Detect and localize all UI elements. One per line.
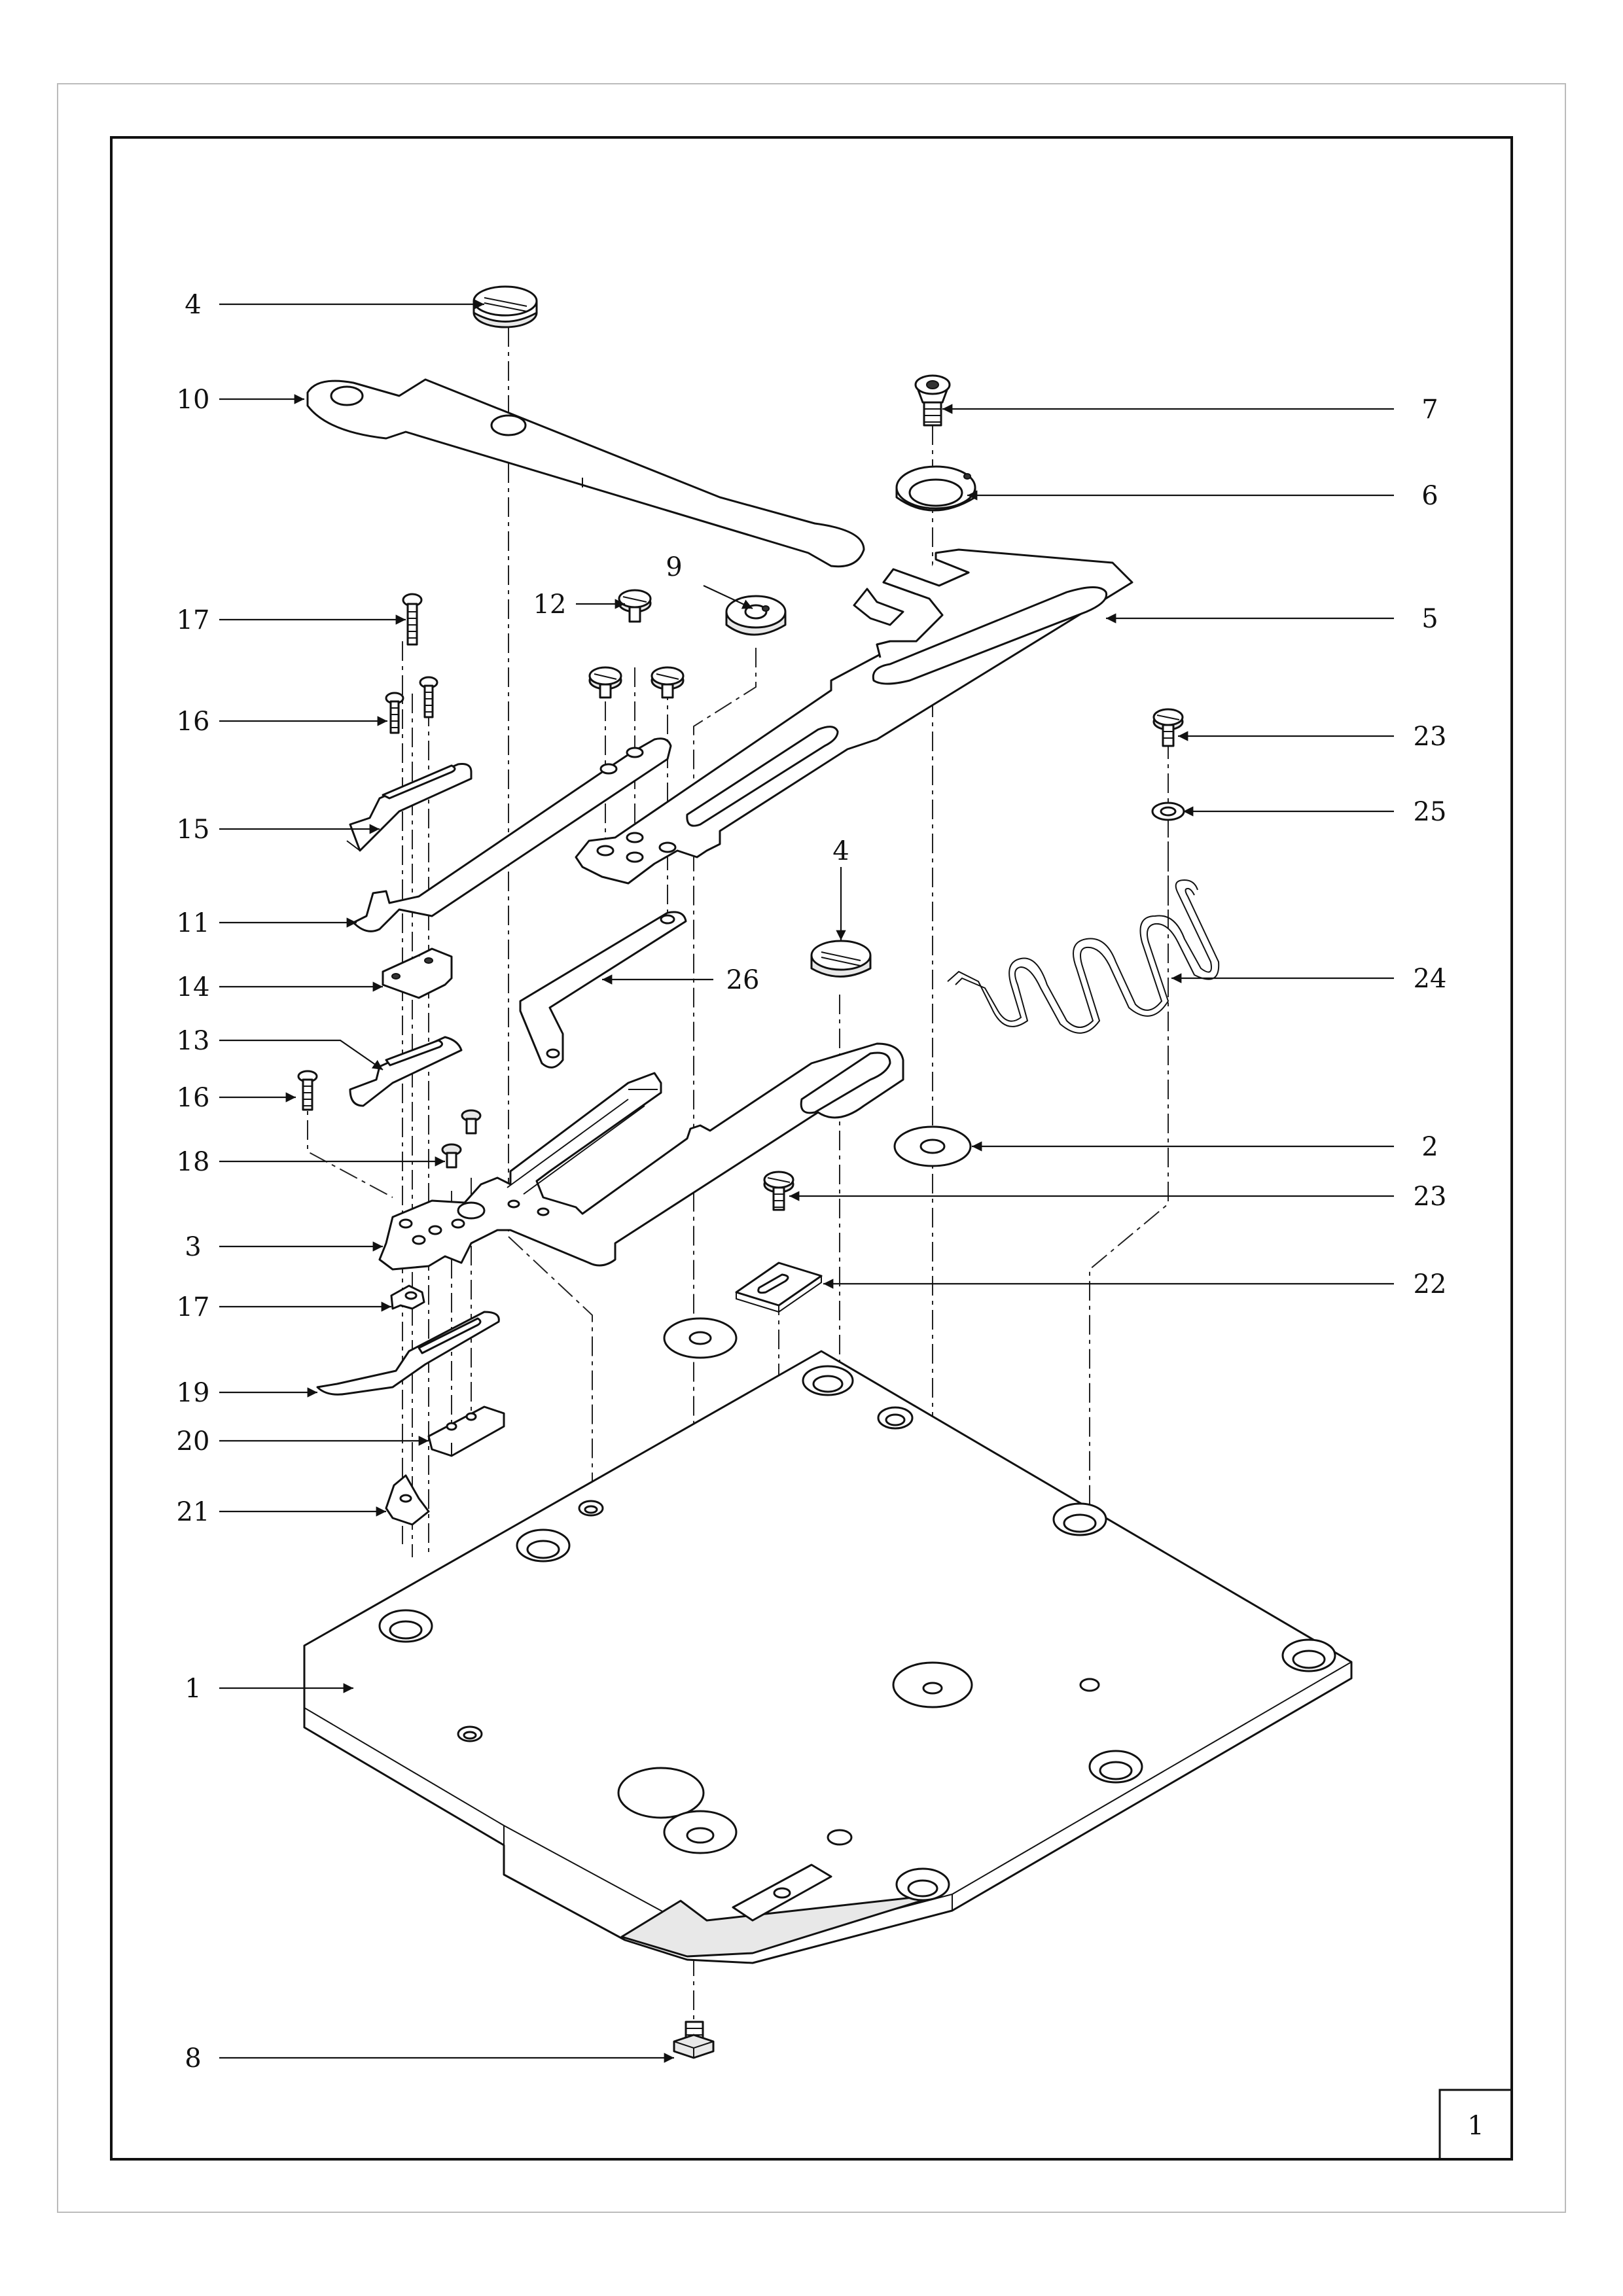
part-10-lever bbox=[306, 378, 865, 568]
part-16-screw-lower bbox=[297, 1070, 318, 1111]
callout-6: 6 bbox=[1421, 481, 1438, 511]
callout-23-lower: 23 bbox=[1414, 1182, 1447, 1212]
part-1-base-plate bbox=[303, 1350, 1353, 1964]
part-11-screws bbox=[588, 666, 685, 699]
callout-14: 14 bbox=[177, 972, 210, 1002]
part-17-screw-top bbox=[402, 593, 423, 646]
part-19-blade bbox=[316, 1311, 500, 1396]
callout-19: 19 bbox=[177, 1378, 210, 1408]
callout-15: 15 bbox=[177, 815, 210, 845]
callout-labels: 4 10 7 6 9 12 17 5 16 23 25 15 11 4 14 2… bbox=[177, 290, 1447, 2074]
part-21-guide bbox=[385, 1474, 430, 1526]
callout-2: 2 bbox=[1421, 1132, 1438, 1162]
callout-1: 1 bbox=[185, 1674, 201, 1704]
callout-18: 18 bbox=[177, 1147, 210, 1177]
callout-4: 4 bbox=[185, 290, 201, 320]
callout-8: 8 bbox=[185, 2043, 201, 2074]
part-3-feed-base bbox=[378, 1042, 904, 1271]
callout-9: 9 bbox=[666, 552, 682, 582]
callout-20: 20 bbox=[177, 1426, 210, 1457]
part-23-screw-top bbox=[1152, 708, 1184, 747]
callout-16-lower: 16 bbox=[177, 1083, 210, 1113]
callout-24: 24 bbox=[1414, 964, 1447, 994]
callout-13: 13 bbox=[177, 1026, 210, 1056]
washer-mid bbox=[663, 1317, 738, 1359]
callout-17-lower: 17 bbox=[177, 1292, 210, 1322]
part-6-bushing bbox=[895, 465, 976, 512]
part-24-spring bbox=[947, 879, 1220, 1034]
part-17-clip bbox=[390, 1284, 425, 1310]
callout-4-lower: 4 bbox=[832, 836, 849, 866]
part-13-plate bbox=[349, 1036, 463, 1107]
part-9-eccentric-bushing bbox=[725, 595, 787, 636]
part-22-slot-plate bbox=[735, 1262, 823, 1313]
part-5-feed-plate bbox=[575, 548, 1133, 885]
callout-7: 7 bbox=[1421, 395, 1438, 425]
part-7-screw bbox=[914, 374, 951, 427]
part-4-shoulder-screw bbox=[473, 285, 538, 328]
outer-border bbox=[57, 83, 1566, 2213]
leader-lines bbox=[219, 299, 1394, 2063]
part-11-arm bbox=[352, 737, 672, 932]
callout-17: 17 bbox=[177, 605, 210, 635]
part-16-screws-top bbox=[385, 676, 438, 734]
part-2-washer bbox=[893, 1125, 972, 1167]
page-number-box bbox=[1438, 2089, 1513, 2161]
callout-16: 16 bbox=[177, 707, 210, 737]
part-25-washer bbox=[1151, 802, 1185, 821]
part-20-block bbox=[427, 1405, 505, 1457]
drawing-frame bbox=[110, 136, 1513, 2161]
part-23-screw-lower bbox=[763, 1171, 794, 1211]
callout-3: 3 bbox=[185, 1232, 201, 1262]
part-14-block bbox=[382, 947, 453, 999]
part-4-shoulder-screw-lower bbox=[810, 940, 872, 978]
callout-22: 22 bbox=[1414, 1269, 1447, 1299]
part-18-screws bbox=[441, 1109, 482, 1169]
callout-21: 21 bbox=[177, 1497, 210, 1527]
callout-26: 26 bbox=[726, 965, 760, 995]
callout-11: 11 bbox=[177, 908, 210, 938]
part-8-set-screw bbox=[673, 2021, 715, 2059]
callout-5: 5 bbox=[1421, 604, 1438, 634]
callout-25: 25 bbox=[1414, 797, 1447, 827]
part-26-bracket bbox=[519, 911, 687, 1069]
page-number: 1 bbox=[1467, 2111, 1484, 2141]
part-12-screw bbox=[618, 589, 652, 623]
callout-10: 10 bbox=[177, 385, 210, 415]
part-15-finger bbox=[346, 763, 473, 852]
callout-23: 23 bbox=[1414, 722, 1447, 752]
callout-12: 12 bbox=[533, 590, 567, 620]
